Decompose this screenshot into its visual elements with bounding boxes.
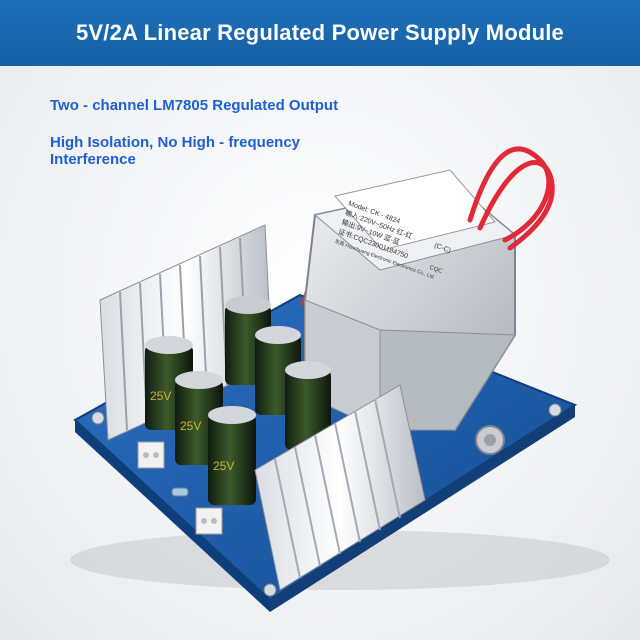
banner-title: 5V/2A Linear Regulated Power Supply Modu… bbox=[75, 20, 564, 45]
mount-hole-icon bbox=[548, 403, 562, 417]
heatsink-front bbox=[254, 384, 426, 591]
capacitors: 25V 25V 25V bbox=[145, 296, 331, 505]
pcb-edge bbox=[75, 420, 270, 612]
mount-hole-icon bbox=[91, 411, 105, 425]
output-connector-bottom bbox=[195, 507, 223, 535]
output-connector-top bbox=[137, 441, 165, 469]
power-led bbox=[171, 487, 189, 497]
transformer-label bbox=[334, 169, 496, 251]
feature-text-isolation: High Isolation, No High - frequency Inte… bbox=[50, 134, 301, 168]
transformer-label-mark: CQC bbox=[428, 265, 443, 275]
capacitor bbox=[285, 361, 331, 450]
capacitor-voltage-label: 25V bbox=[213, 459, 234, 473]
title-banner: 5V/2A Linear Regulated Power Supply Modu… bbox=[0, 0, 640, 66]
capacitor-voltage-label: 25V bbox=[180, 419, 201, 433]
pcb-edge-right bbox=[270, 405, 575, 612]
feature-text-regulated-output: Two - channel LM7805 Regulated Output bbox=[50, 97, 339, 114]
red-wires bbox=[467, 146, 555, 251]
capacitor-voltage-label: 25V bbox=[150, 389, 171, 403]
mount-hole-icon bbox=[263, 583, 277, 597]
capacitor: 25V bbox=[208, 406, 256, 505]
